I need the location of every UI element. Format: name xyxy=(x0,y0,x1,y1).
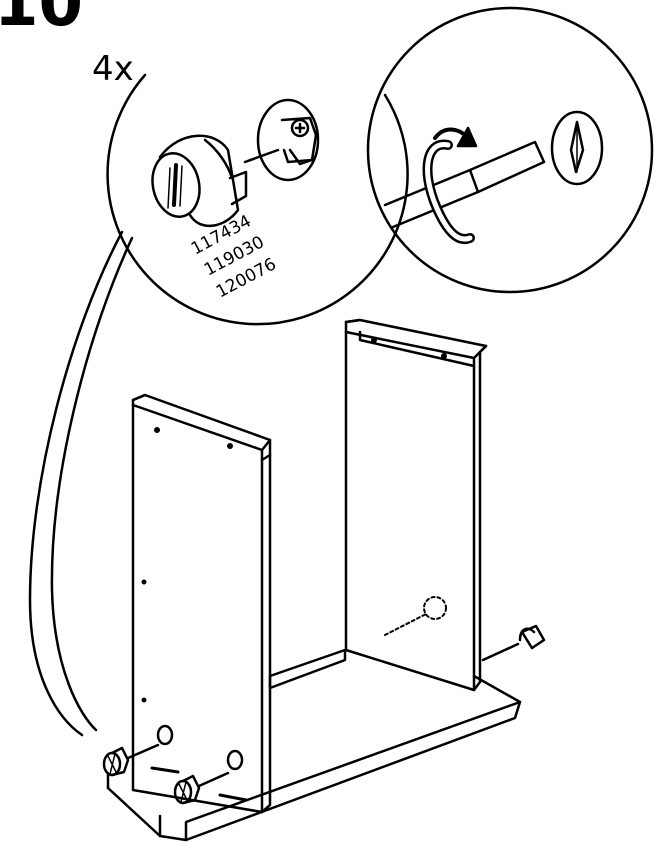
detail-circle-cam-lock: 117434 119030 120076 xyxy=(28,73,409,737)
right-side-panel xyxy=(344,318,488,692)
cam-lock-insert-1 xyxy=(102,743,160,777)
detail-circle-screwdriver xyxy=(366,6,654,294)
left-side-panel xyxy=(131,393,272,814)
base-panel xyxy=(106,674,522,842)
cam-lock-insert-2 xyxy=(173,771,230,805)
quantity-label: 4x xyxy=(92,49,134,89)
cam-lock-icon xyxy=(151,134,248,228)
cam-lock-insert-3 xyxy=(481,624,546,662)
rotate-arrow-icon xyxy=(422,126,478,244)
back-rail xyxy=(268,648,347,690)
cam-lock-locked-icon xyxy=(550,110,604,186)
cam-dowel-icon xyxy=(256,98,320,182)
screwdriver-icon xyxy=(383,140,546,229)
step-number: 10 xyxy=(0,0,84,41)
